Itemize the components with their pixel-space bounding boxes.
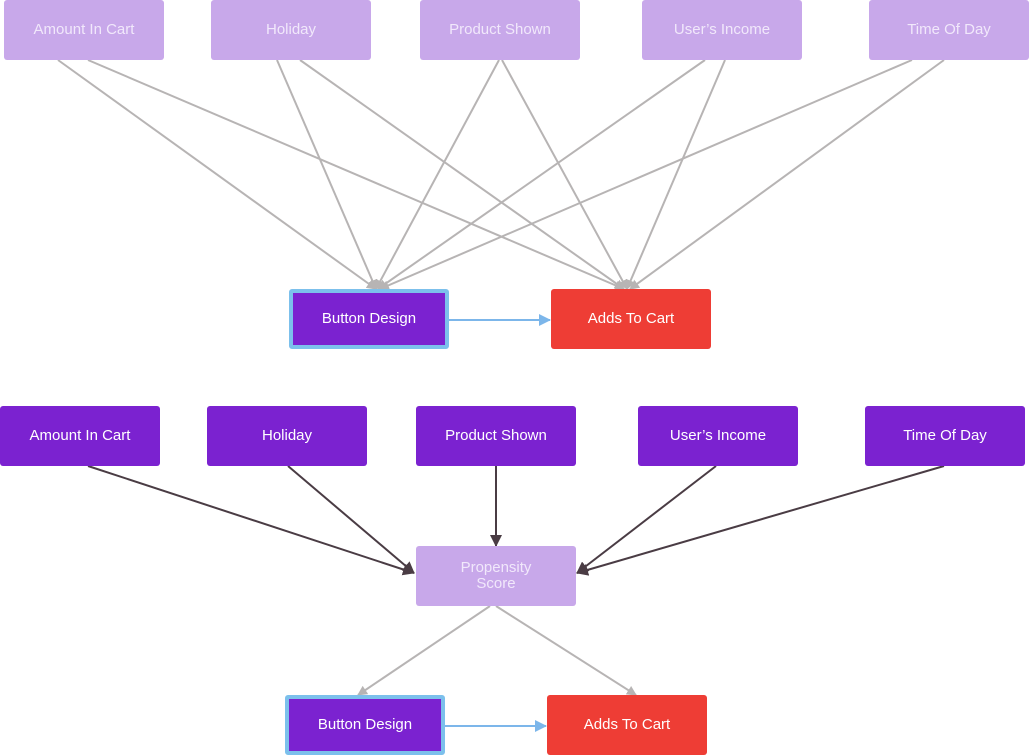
edge-bottom-holiday-to-propensity [287,465,415,574]
node-label: Button Design [317,716,413,733]
node-label: Holiday [261,427,313,444]
edge-top-amount-to-button [57,59,377,290]
bottom-node-holiday: Holiday [207,406,367,466]
edge-top-income-to-cart [625,59,726,290]
edge-bottom-time-to-propensity [576,465,945,576]
bottom-node-users-income: User’s Income [638,406,798,466]
node-label: Button Design [321,310,417,327]
bottom-node-propensity-score: Propensity Score [416,546,576,606]
node-label: Holiday [265,21,317,38]
edge-top-amount-to-cart [87,59,625,291]
edge-bottom-propensity-to-button [357,605,491,696]
top-node-button-design: Button Design [289,289,449,349]
top-node-users-income: User’s Income [642,0,802,60]
edge-top-income-to-button [377,59,706,290]
top-node-amount-in-cart: Amount In Cart [4,0,164,60]
top-node-adds-to-cart: Adds To Cart [551,289,711,349]
node-label: User’s Income [673,21,771,38]
top-node-product-shown: Product Shown [420,0,580,60]
bottom-node-product-shown: Product Shown [416,406,576,466]
edge-top-holiday-to-button [276,59,378,290]
bottom-node-adds-to-cart: Adds To Cart [547,695,707,755]
edge-bottom-amount-to-propensity [87,465,415,576]
node-label: Time Of Day [903,427,987,444]
node-label: Propensity Score [460,559,532,592]
node-label: Time Of Day [907,21,991,38]
node-label: Amount In Cart [29,427,131,444]
edge-top-product-to-cart [501,59,628,290]
node-label: Product Shown [449,21,551,38]
node-label: Adds To Cart [587,310,675,327]
top-node-time-of-day: Time Of Day [869,0,1029,60]
edge-top-time-to-cart [629,59,945,290]
top-node-holiday: Holiday [211,0,371,60]
bottom-node-amount-in-cart: Amount In Cart [0,406,160,466]
bottom-node-button-design: Button Design [285,695,445,755]
edge-top-time-to-button [379,59,913,291]
edge-top-product-to-button [375,59,500,290]
bottom-node-time-of-day: Time Of Day [865,406,1025,466]
node-label: Amount In Cart [33,21,135,38]
edge-bottom-propensity-to-cart [495,605,637,696]
node-label: Adds To Cart [583,716,671,733]
edge-bottom-income-to-propensity [576,465,717,574]
node-label: Product Shown [445,427,547,444]
node-label: User’s Income [669,427,767,444]
edge-top-holiday-to-cart [299,59,625,290]
